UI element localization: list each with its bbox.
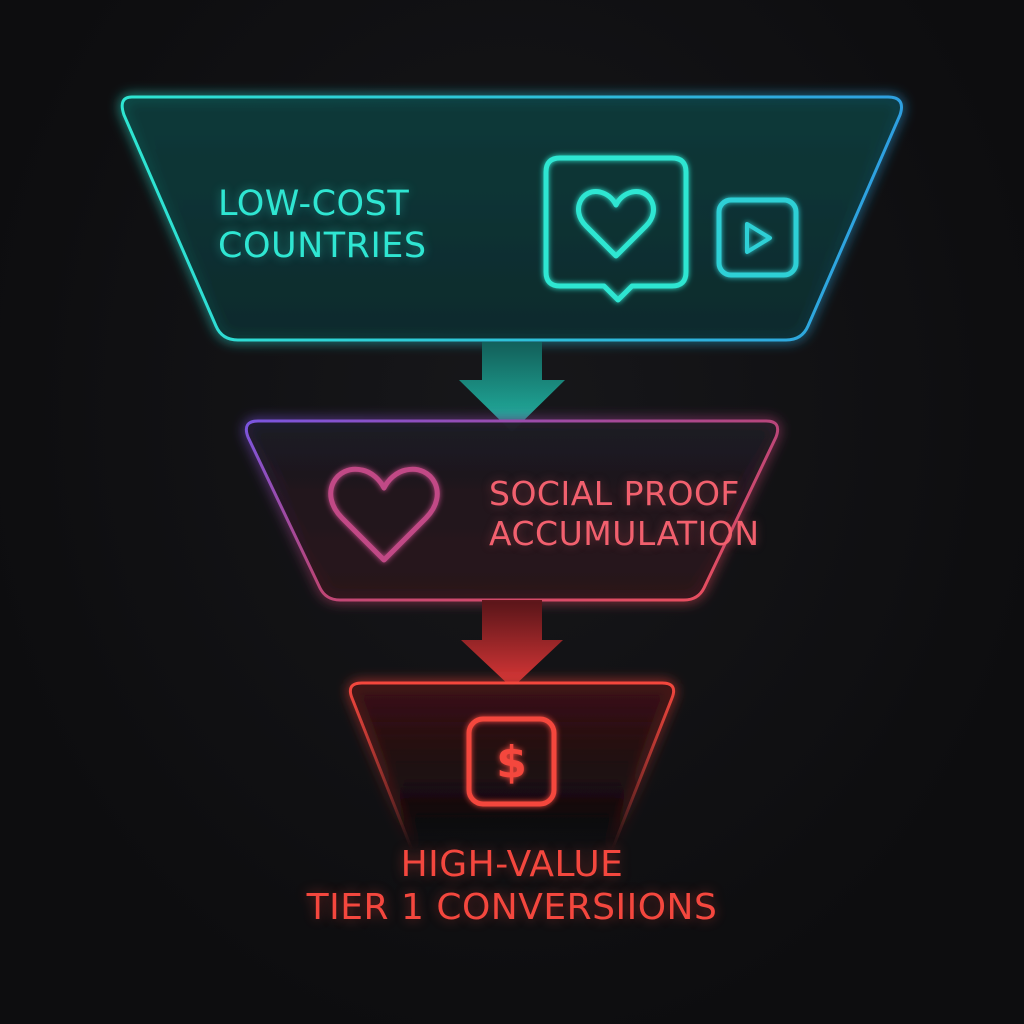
arrow-down-2 <box>461 600 563 688</box>
stage-social-proof-label: SOCIAL PROOF ACCUMULATION <box>489 474 760 553</box>
stage-low-cost <box>120 95 903 342</box>
stage-low-cost-shape <box>120 95 903 342</box>
svg-text:$: $ <box>496 737 527 788</box>
stage-low-cost-line-1: LOW-COST <box>218 184 410 224</box>
heart-chat-icon <box>543 155 689 303</box>
stage-social-proof-line-2: ACCUMULATION <box>489 513 760 553</box>
stage-conversions: $ <box>348 681 676 852</box>
stage-conversions-shape <box>348 681 676 852</box>
stage-conversions-line-1: HIGH-VALUE <box>400 844 624 885</box>
arrow-down-1 <box>459 342 565 432</box>
dollar-icon: $ <box>466 716 557 807</box>
heart-icon <box>328 466 440 563</box>
stage-low-cost-line-2: COUNTRIES <box>218 226 427 266</box>
stage-conversions-line-2: TIER 1 CONVERSIIONS <box>306 887 718 929</box>
stage-low-cost-label: LOW-COST COUNTRIES <box>218 183 427 267</box>
play-icon <box>716 197 799 278</box>
stage-conversions-label: HIGH-VALUE TIER 1 CONVERSIIONS <box>0 843 1024 929</box>
stage-social-proof <box>244 419 780 602</box>
stage-social-proof-line-1: SOCIAL PROOF <box>489 474 740 513</box>
